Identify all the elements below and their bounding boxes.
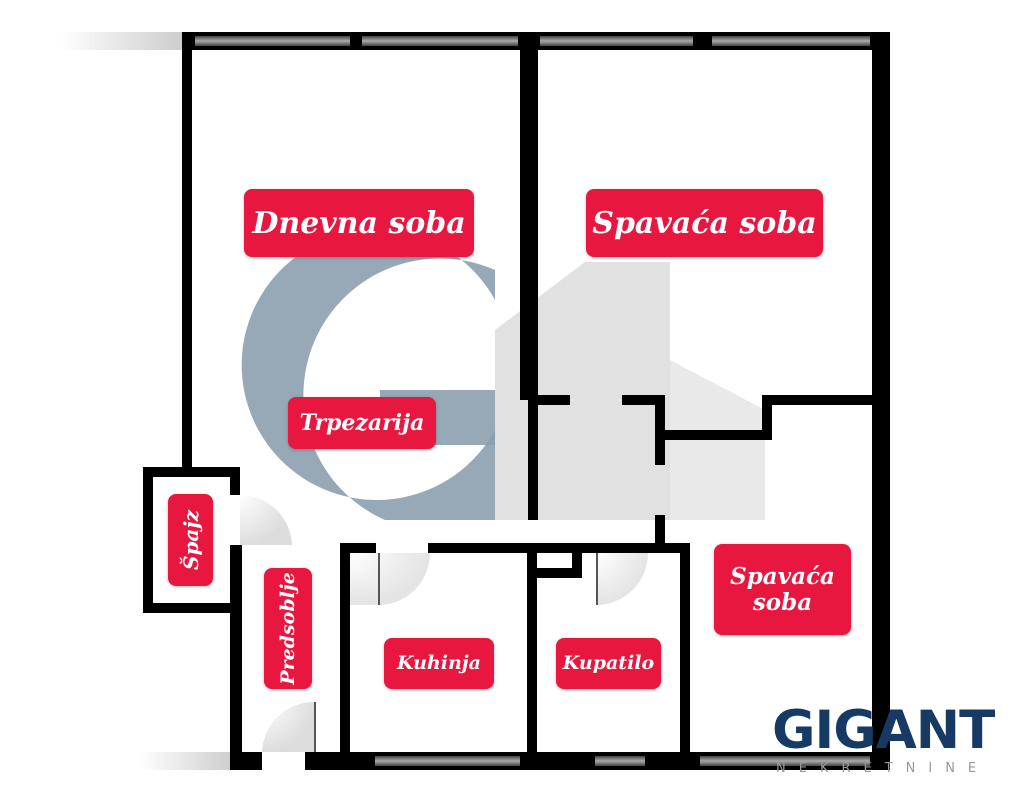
room-label-dnevna-soba: Dnevna soba xyxy=(244,189,474,257)
logo-subtitle: NEKRETNINE xyxy=(776,761,990,776)
room-label-spajz: Špajz xyxy=(168,494,213,586)
room-label-predsoblje: Predsoblje xyxy=(264,568,312,689)
logo-name: GIGANT xyxy=(772,700,995,761)
gigant-logo: GIGANT NEKRETNINE xyxy=(772,704,1012,776)
room-label-kuhinja: Kuhinja xyxy=(384,638,494,689)
room-label-spavaca-soba-2: Spavaća soba xyxy=(714,544,851,635)
predsoblje-text: Predsoblje xyxy=(276,572,299,685)
room-label-spavaca-soba: Spavaća soba xyxy=(586,189,823,257)
outside-shadow xyxy=(60,32,185,50)
room-label-trpezarija: Trpezarija xyxy=(288,397,436,449)
spajz-text: Špajz xyxy=(178,510,203,570)
door-swings xyxy=(240,494,648,752)
outside-shadow xyxy=(140,752,235,770)
watermark-logo xyxy=(241,229,765,520)
windows xyxy=(195,36,870,766)
room-label-kupatilo: Kupatilo xyxy=(556,638,661,689)
